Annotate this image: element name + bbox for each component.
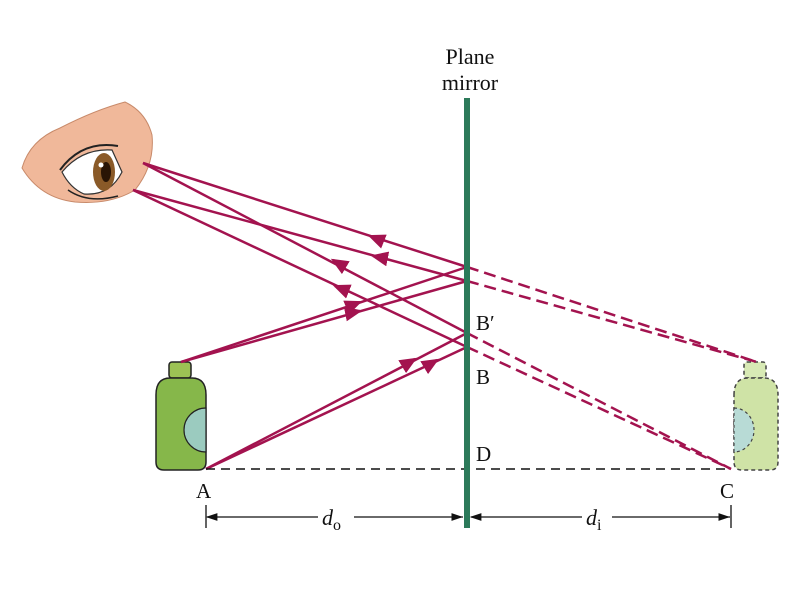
point-label-b-prime: B′ [476, 311, 495, 335]
reflected-rays [132, 161, 468, 349]
virtual-image-bottle-icon [733, 361, 779, 471]
image-distance-symbol: d [586, 505, 598, 530]
mirror-label-line1: Plane [446, 44, 495, 69]
mirror-label-line2: mirror [442, 70, 499, 95]
rays-from-bottle-top [180, 265, 468, 364]
object-distance-symbol: d [322, 505, 334, 530]
image-distance-label: di [586, 505, 602, 534]
object-distance-label: do [322, 505, 341, 534]
virtual-rays [466, 265, 758, 471]
plane-mirror [464, 98, 470, 528]
point-label-b: B [476, 365, 490, 389]
object-distance-subscript: o [333, 517, 341, 534]
point-label-a: A [196, 479, 212, 503]
eye-icon [21, 101, 153, 203]
point-label-d: D [476, 442, 491, 466]
rays-from-bottle-bottom [205, 331, 468, 471]
bottle-icon [155, 361, 207, 471]
point-label-c: C [720, 479, 734, 503]
image-distance-subscript: i [597, 517, 602, 534]
